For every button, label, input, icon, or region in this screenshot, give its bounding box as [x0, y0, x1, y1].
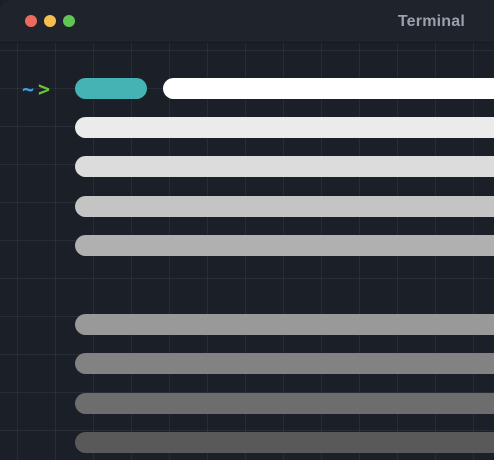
close-button[interactable] [25, 15, 37, 27]
command-name-chip [75, 78, 147, 99]
output-line [75, 393, 494, 414]
output-line [75, 432, 494, 453]
window-title: Terminal [397, 13, 465, 30]
prompt-chevron-icon: > [38, 77, 51, 101]
command-arguments-line [163, 78, 494, 99]
output-line [75, 117, 494, 138]
terminal-content[interactable]: ~ > [0, 43, 494, 460]
title-bar: Terminal [0, 0, 494, 43]
output-line [75, 196, 494, 217]
shell-prompt: ~ > [22, 77, 51, 101]
minimize-button[interactable] [44, 15, 56, 27]
maximize-button[interactable] [63, 15, 75, 27]
output-line [75, 235, 494, 256]
home-directory-indicator: ~ [22, 77, 35, 101]
output-line [75, 353, 494, 374]
output-line [75, 156, 494, 177]
output-line [75, 314, 494, 335]
